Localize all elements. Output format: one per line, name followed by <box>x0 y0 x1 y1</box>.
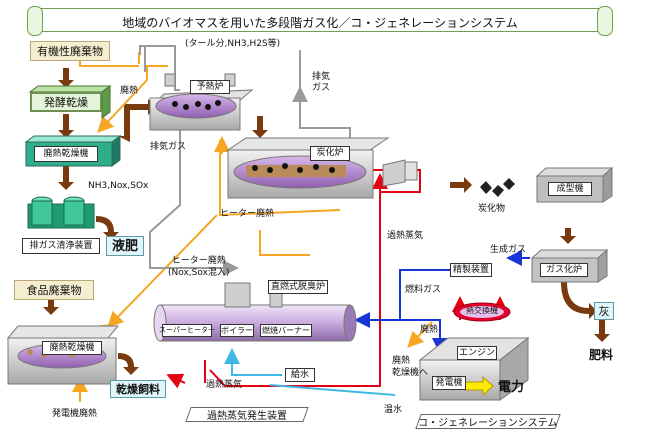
deodorizer-label: 直燃式脱臭炉 <box>268 280 328 294</box>
fertilizer-label: 肥料 <box>589 348 614 362</box>
power-label: 電力 <box>498 380 525 395</box>
bottom-dryer-graphic <box>6 325 120 385</box>
generator-label: 発電機 <box>432 376 466 390</box>
title-banner-left-roll <box>27 6 43 36</box>
water-supply-label: 給水 <box>285 368 315 382</box>
superheated-steam-bottom-label: 過熱蒸気 <box>206 380 243 390</box>
power-arrow <box>464 375 494 397</box>
fuel-gas-label: 燃料ガス <box>405 285 442 295</box>
boiler-label: ボイラー <box>220 324 254 337</box>
top-dryer-label: 廃熱乾燥機 <box>34 146 98 162</box>
hot-water-label: 温水 <box>384 405 403 415</box>
gasifier-graphic <box>530 248 609 283</box>
food-waste-box: 食品廃棄物 <box>14 280 94 300</box>
orange-heat-lines <box>64 52 433 402</box>
cyan-water-lines <box>224 348 396 396</box>
ash-label: 灰 <box>594 302 614 320</box>
title-banner: 地域のバイオマスを用いた多段階ガス化／コ・ジェネレーションシステム <box>27 6 613 36</box>
combustion-burner-label: 燃焼バーナー <box>260 324 312 337</box>
gas-cleaner-label: 排ガス清浄装置 <box>22 238 100 254</box>
steam-generator-label: 過熱蒸気発生装置 <box>185 407 309 422</box>
bottom-dryer-label: 廃熱乾燥機 <box>42 341 102 355</box>
to-dryer-label: 廃熱 乾燥機へ <box>392 356 429 378</box>
liquid-fertilizer-label: 液肥 <box>106 236 144 256</box>
superheated-steam-right-label: 過熱蒸気 <box>387 231 424 241</box>
molding-machine-label: 成型機 <box>548 182 592 196</box>
fermentation-drying-box: 発酵乾燥 <box>30 92 102 112</box>
super-heater-label: スーパーヒーター <box>159 324 215 337</box>
purifier-label: 精製装置 <box>450 263 492 277</box>
brown-arrows <box>43 68 610 375</box>
waste-heat-small-label: 廃熱 <box>120 86 139 96</box>
heater-waste-heat-mixed-label: ヒーター廃熱 (Nox,Sox混入) <box>168 256 230 278</box>
organic-waste-box: 有機性廃棄物 <box>30 41 110 61</box>
nh3-nox-sox-label: NH3,Nox,SOx <box>88 181 149 191</box>
gasifier-label: ガス化炉 <box>540 263 588 277</box>
title-banner-right-roll <box>597 6 613 36</box>
charcoal-label: 炭化物 <box>478 204 506 214</box>
gas-cleaner-tanks <box>27 196 95 229</box>
waste-heat-engine-label: 廃熱 <box>420 325 439 335</box>
generator-waste-heat-label: 発電機廃熱 <box>52 409 98 419</box>
product-gas-label: 生成ガス <box>490 245 527 255</box>
charcoal-pieces <box>480 178 515 197</box>
exhaust-gas-right-label: 排気 ガス <box>312 72 331 93</box>
cogeneration-system-label: コ・ジェネレーションシステム <box>415 414 561 429</box>
blue-gas-lines <box>354 250 530 354</box>
exhaust-gas-left-label: 排気ガス <box>150 142 187 152</box>
heater-waste-heat-label: ヒーター廃熱 <box>220 209 275 219</box>
dry-feed-label: 乾燥飼料 <box>110 380 166 398</box>
carbonizer-label: 炭化炉 <box>310 146 350 161</box>
engine-label: エンジン <box>457 346 497 360</box>
heat-exchanger-label: 熱交換機 <box>466 306 498 315</box>
preheater-label: 予熱炉 <box>190 80 230 94</box>
tar-note: (タール分,NH3,H2S等) <box>185 39 281 49</box>
preheater-graphic <box>148 73 254 131</box>
page-title: 地域のバイオマスを用いた多段階ガス化／コ・ジェネレーションシステム <box>122 16 518 30</box>
